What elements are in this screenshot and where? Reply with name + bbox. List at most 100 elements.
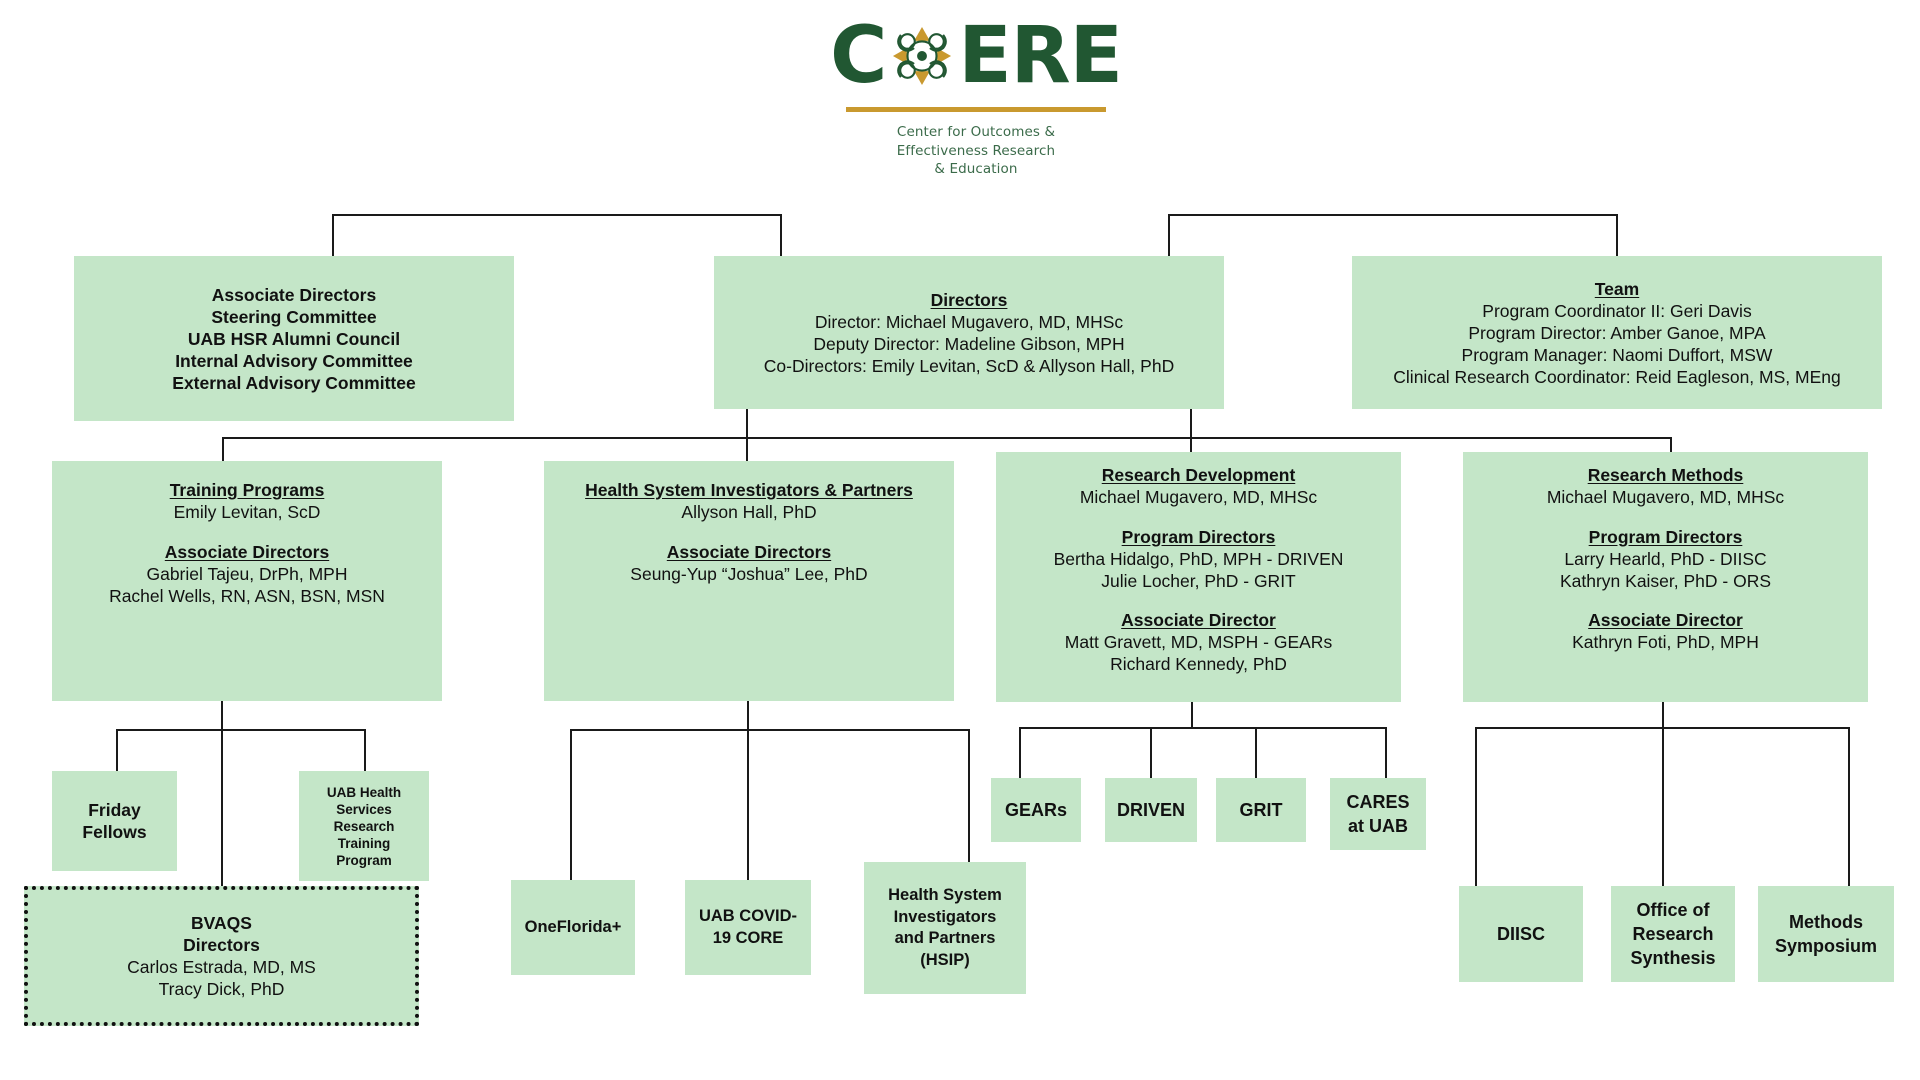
connector-level2-drop-training bbox=[222, 437, 224, 463]
hsip-line-3: and Partners bbox=[894, 929, 996, 947]
team-box[interactable]: Team Program Coordinator II: Geri Davis … bbox=[1352, 256, 1882, 409]
hsip-text: Health System Investigators and Partners… bbox=[864, 885, 1026, 971]
logo-wordmark: C bbox=[830, 17, 1123, 95]
research-methods-box[interactable]: Research Methods Michael Mugavero, MD, M… bbox=[1463, 452, 1868, 702]
connector-level2-drop-resdev bbox=[1190, 437, 1192, 463]
health-system-box[interactable]: Health System Investigators & Partners A… bbox=[544, 461, 954, 701]
uab-hsr-line-4: Training bbox=[337, 835, 391, 851]
onefloridaplus-text: OneFlorida+ bbox=[511, 917, 635, 939]
methods-symposium-line-1: Methods bbox=[1789, 912, 1863, 932]
diisc-text: DIISC bbox=[1459, 922, 1583, 946]
connector-resdev-drop-grit bbox=[1255, 727, 1257, 779]
methods-symposium-box[interactable]: Methods Symposium bbox=[1758, 886, 1894, 982]
research-methods-sub-line-2: Kathryn Kaiser, PhD - ORS bbox=[1559, 570, 1772, 591]
driven-label: DRIVEN bbox=[1116, 800, 1185, 820]
cares-at-uab-text: CARES at UAB bbox=[1330, 790, 1426, 838]
health-system-text: Health System Investigators & Partners A… bbox=[544, 479, 954, 585]
uab-hsr-training-program-box[interactable]: UAB Health Services Research Training Pr… bbox=[299, 771, 429, 881]
adp-line-3: UAB HSR Alumni Council bbox=[187, 328, 401, 349]
connector-training-stem bbox=[221, 701, 223, 887]
directors-heading: Directors bbox=[930, 289, 1008, 310]
team-line-4: Clinical Research Coordinator: Reid Eagl… bbox=[1393, 366, 1841, 387]
team-heading: Team bbox=[1594, 278, 1640, 299]
research-development-heading: Research Development bbox=[1101, 465, 1296, 485]
connector-resdev-bus bbox=[1019, 727, 1385, 729]
gears-box[interactable]: GEARs bbox=[991, 778, 1081, 842]
research-development-text: Research Development Michael Mugavero, M… bbox=[996, 464, 1401, 675]
directors-line-1: Director: Michael Mugavero, MD, MHSc bbox=[814, 311, 1124, 332]
friday-fellows-box[interactable]: Friday Fellows bbox=[52, 771, 177, 871]
core-floral-emblem-icon bbox=[889, 23, 955, 89]
research-methods-sub-line-1: Larry Hearld, PhD - DIISC bbox=[1564, 548, 1767, 569]
ors-line-2: Research bbox=[1632, 924, 1714, 944]
core-logo: C bbox=[830, 17, 1123, 179]
logo-tagline-line-1: Center for Outcomes & bbox=[896, 124, 1056, 140]
ors-line-1: Office of bbox=[1636, 900, 1710, 920]
health-system-sub-heading: Associate Directors bbox=[666, 541, 832, 562]
connector-directors-stem bbox=[746, 409, 748, 438]
office-of-research-synthesis-box[interactable]: Office of Research Synthesis bbox=[1611, 886, 1735, 982]
connector-resdev-drop-driven bbox=[1150, 727, 1152, 779]
grit-text: GRIT bbox=[1216, 798, 1306, 822]
cares-line-1: CARES bbox=[1346, 792, 1410, 812]
team-line-2: Program Director: Amber Ganoe, MPA bbox=[1468, 322, 1766, 343]
uab-covid19-line-1: UAB COVID- bbox=[698, 907, 798, 925]
training-programs-sub-line-1: Gabriel Tajeu, DrPh, MPH bbox=[146, 563, 348, 584]
research-development-sub-line-2: Julie Locher, PhD - GRIT bbox=[1101, 570, 1296, 591]
research-development-sub-heading-2: Associate Director bbox=[1121, 610, 1276, 630]
research-methods-lead: Michael Mugavero, MD, MHSc bbox=[1546, 487, 1785, 507]
cares-at-uab-box[interactable]: CARES at UAB bbox=[1330, 778, 1426, 850]
grit-box[interactable]: GRIT bbox=[1216, 778, 1306, 842]
connector-level2-bus bbox=[222, 437, 1672, 439]
associate-directors-panel-text: Associate Directors Steering Committee U… bbox=[74, 284, 514, 394]
research-methods-sub-heading: Program Directors bbox=[1588, 526, 1743, 547]
driven-text: DRIVEN bbox=[1105, 798, 1197, 822]
health-system-lead: Allyson Hall, PhD bbox=[681, 502, 817, 522]
hsip-box[interactable]: Health System Investigators and Partners… bbox=[864, 862, 1026, 994]
health-system-heading: Health System Investigators & Partners bbox=[585, 480, 913, 500]
bvaqs-text: BVAQS Directors Carlos Estrada, MD, MS T… bbox=[28, 912, 415, 1000]
research-development-box[interactable]: Research Development Michael Mugavero, M… bbox=[996, 452, 1401, 702]
onefloridaplus-box[interactable]: OneFlorida+ bbox=[511, 880, 635, 975]
adp-line-2: Steering Committee bbox=[211, 306, 377, 327]
training-programs-box[interactable]: Training Programs Emily Levitan, ScD Ass… bbox=[52, 461, 442, 701]
diisc-box[interactable]: DIISC bbox=[1459, 886, 1583, 982]
research-development-spacer-1 bbox=[996, 508, 1401, 526]
research-development-sub-line-1: Bertha Hidalgo, PhD, MPH - DRIVEN bbox=[1053, 548, 1344, 569]
directors-text: Directors Director: Michael Mugavero, MD… bbox=[714, 289, 1224, 377]
methods-symposium-line-2: Symposium bbox=[1774, 936, 1878, 956]
uab-hsr-line-2: Services bbox=[336, 801, 392, 817]
connector-top-left-horizontal bbox=[332, 214, 782, 216]
directors-box[interactable]: Directors Director: Michael Mugavero, MD… bbox=[714, 256, 1224, 409]
connector-level2-drop-health bbox=[746, 437, 748, 463]
connector-level2-drop-resmethods bbox=[1670, 437, 1672, 463]
uab-covid19-line-2: 19 CORE bbox=[712, 928, 784, 947]
connector-resmethods-drop-methods bbox=[1848, 727, 1850, 887]
bvaqs-line-2: Directors bbox=[183, 935, 260, 955]
associate-directors-panel-box[interactable]: Associate Directors Steering Committee U… bbox=[74, 256, 514, 421]
driven-box[interactable]: DRIVEN bbox=[1105, 778, 1197, 842]
research-development-lead: Michael Mugavero, MD, MHSc bbox=[1079, 487, 1318, 507]
methods-symposium-text: Methods Symposium bbox=[1758, 910, 1894, 958]
connector-top-left-down-directors bbox=[780, 214, 782, 257]
uab-covid19-core-box[interactable]: UAB COVID- 19 CORE bbox=[685, 880, 811, 975]
logo-letters-ere: ERE bbox=[958, 11, 1123, 101]
uab-hsr-line-3: Research bbox=[333, 818, 395, 834]
research-methods-sub2-line-1: Kathryn Foti, PhD, MPH bbox=[1572, 632, 1759, 652]
connector-training-drop-friday bbox=[116, 729, 118, 772]
connector-top-right-horizontal bbox=[1168, 214, 1618, 216]
training-programs-lead: Emily Levitan, ScD bbox=[173, 502, 321, 522]
connector-top-right-down-directors bbox=[1168, 214, 1170, 257]
office-of-research-synthesis-text: Office of Research Synthesis bbox=[1611, 898, 1735, 970]
bvaqs-name-2: Tracy Dick, PhD bbox=[158, 979, 285, 999]
connector-training-drop-hsr bbox=[364, 729, 366, 772]
onefloridaplus-line-1: OneFlorida+ bbox=[524, 917, 622, 936]
connector-health-drop-hsip bbox=[968, 729, 970, 863]
training-programs-spacer bbox=[52, 523, 442, 541]
logo-letter-c: C bbox=[830, 11, 887, 101]
friday-fellows-line-1: Friday bbox=[88, 800, 141, 820]
bvaqs-box[interactable]: BVAQS Directors Carlos Estrada, MD, MS T… bbox=[24, 886, 419, 1026]
connector-resdev-drop-cares bbox=[1385, 727, 1387, 779]
training-programs-sub-line-2: Rachel Wells, RN, ASN, BSN, MSN bbox=[109, 585, 385, 606]
bvaqs-name-1: Carlos Estrada, MD, MS bbox=[127, 957, 316, 977]
